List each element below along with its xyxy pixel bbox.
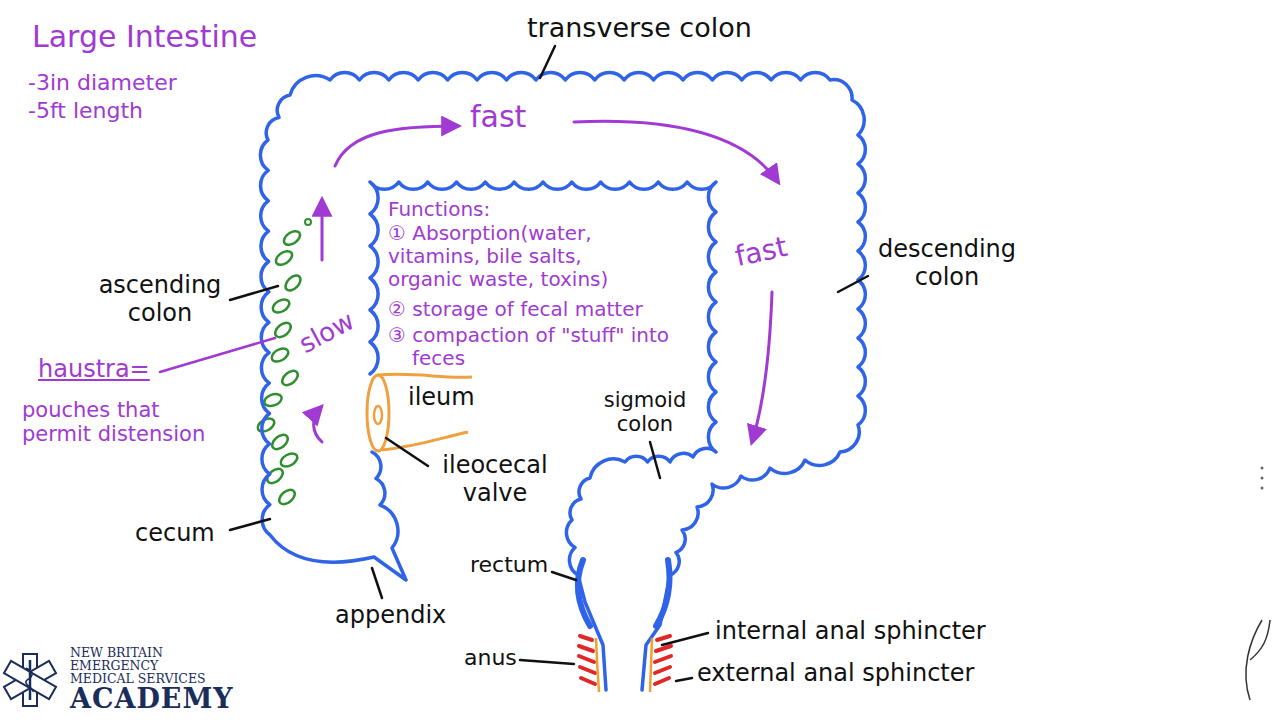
part-label: ileocecal valve <box>425 452 565 507</box>
definition: pouches that permit distension <box>22 398 234 446</box>
logo-text: NEW BRITAIN EMERGENCY MEDICAL SERVICES <box>70 646 220 685</box>
part-label: descending colon <box>872 236 1022 291</box>
sphincter-stroke <box>656 646 671 651</box>
sphincter-stroke <box>655 667 670 673</box>
function-item: ③ compaction of "stuff" into feces <box>388 324 697 370</box>
star-rod <box>29 660 32 700</box>
leader-line <box>676 678 692 681</box>
speed-label: fast <box>470 100 526 135</box>
leader-line <box>838 276 868 292</box>
flow-arrow <box>752 292 772 442</box>
part-label: rectum <box>470 552 548 577</box>
dot <box>1261 487 1264 490</box>
part-label: internal anal sphincter <box>715 618 986 646</box>
ileum-tube <box>378 374 472 377</box>
edge-dots <box>1261 467 1264 490</box>
leader-line <box>386 438 428 466</box>
function-heading: Functions: <box>388 198 490 221</box>
external-sphincter <box>579 636 671 684</box>
star-arm <box>4 661 56 699</box>
part-label: sigmoid colon <box>580 388 710 436</box>
haustrum <box>273 248 294 267</box>
function-item: ① Absorption(water, vitamins, bile salts… <box>388 222 638 291</box>
haustrum <box>270 432 291 452</box>
ileum-opening <box>367 375 389 451</box>
dot <box>1261 477 1264 480</box>
leader-line <box>520 660 574 664</box>
haustrum <box>305 219 311 225</box>
haustrum <box>283 273 304 294</box>
haustrum <box>281 228 302 247</box>
internal-sphincter <box>596 638 599 692</box>
leader-line <box>552 572 576 580</box>
flow-arrow <box>321 200 324 260</box>
part-label: cecum <box>135 520 215 548</box>
flow-arrow <box>574 121 778 182</box>
rectum-wall <box>578 560 590 626</box>
colon-outline <box>260 72 865 690</box>
ileocecal-valve <box>374 406 382 424</box>
sphincter-stroke <box>580 636 592 640</box>
flow-arrow <box>314 407 322 442</box>
part-label: anus <box>464 645 517 670</box>
haustrum <box>263 392 284 408</box>
haustrum <box>277 487 298 507</box>
logo-icon <box>4 654 56 706</box>
part-label: appendix <box>335 602 446 630</box>
part-label: external anal sphincter <box>697 660 974 688</box>
leader-line <box>662 633 708 645</box>
sphincter-stroke <box>655 678 669 684</box>
ileum-tube <box>382 432 468 450</box>
speed-label: fast <box>732 231 790 273</box>
sphincter-stroke <box>580 667 595 673</box>
haustrum <box>269 346 290 365</box>
leader-line <box>540 46 555 78</box>
part-label: ileum <box>408 384 475 412</box>
leader-line <box>372 568 382 598</box>
signature-mark <box>1246 620 1270 700</box>
sphincter-stroke <box>581 678 595 684</box>
leader-lines <box>230 46 868 681</box>
flow-arrows <box>314 121 778 442</box>
size-note: -5ft length <box>28 98 143 123</box>
part-label: transverse colon <box>527 12 752 43</box>
term: haustra= <box>38 356 150 384</box>
size-note: -3in diameter <box>28 70 177 95</box>
sphincter-stroke <box>655 656 671 662</box>
speed-label: slow <box>294 306 359 360</box>
leader-line <box>230 519 270 530</box>
sphincter-stroke <box>579 646 593 651</box>
title: Large Intestine <box>32 20 257 55</box>
leader-line <box>230 286 278 300</box>
internal-sphincter <box>650 638 652 692</box>
sphincter-stroke <box>579 656 594 662</box>
flow-arrow <box>335 126 458 166</box>
haustrum <box>278 451 299 470</box>
star-snake <box>26 668 33 692</box>
rectum-wall <box>656 560 670 626</box>
leader-line <box>160 338 275 372</box>
haustrum <box>280 368 301 388</box>
haustrum <box>270 297 291 316</box>
logo-text: ACADEMY <box>70 683 234 714</box>
part-label: ascending colon <box>90 272 230 327</box>
leader-line <box>650 442 660 478</box>
star-arm <box>4 661 56 699</box>
dot <box>1261 467 1264 470</box>
function-item: ② storage of fecal matter <box>388 298 643 321</box>
sphincter-stroke <box>657 636 670 640</box>
